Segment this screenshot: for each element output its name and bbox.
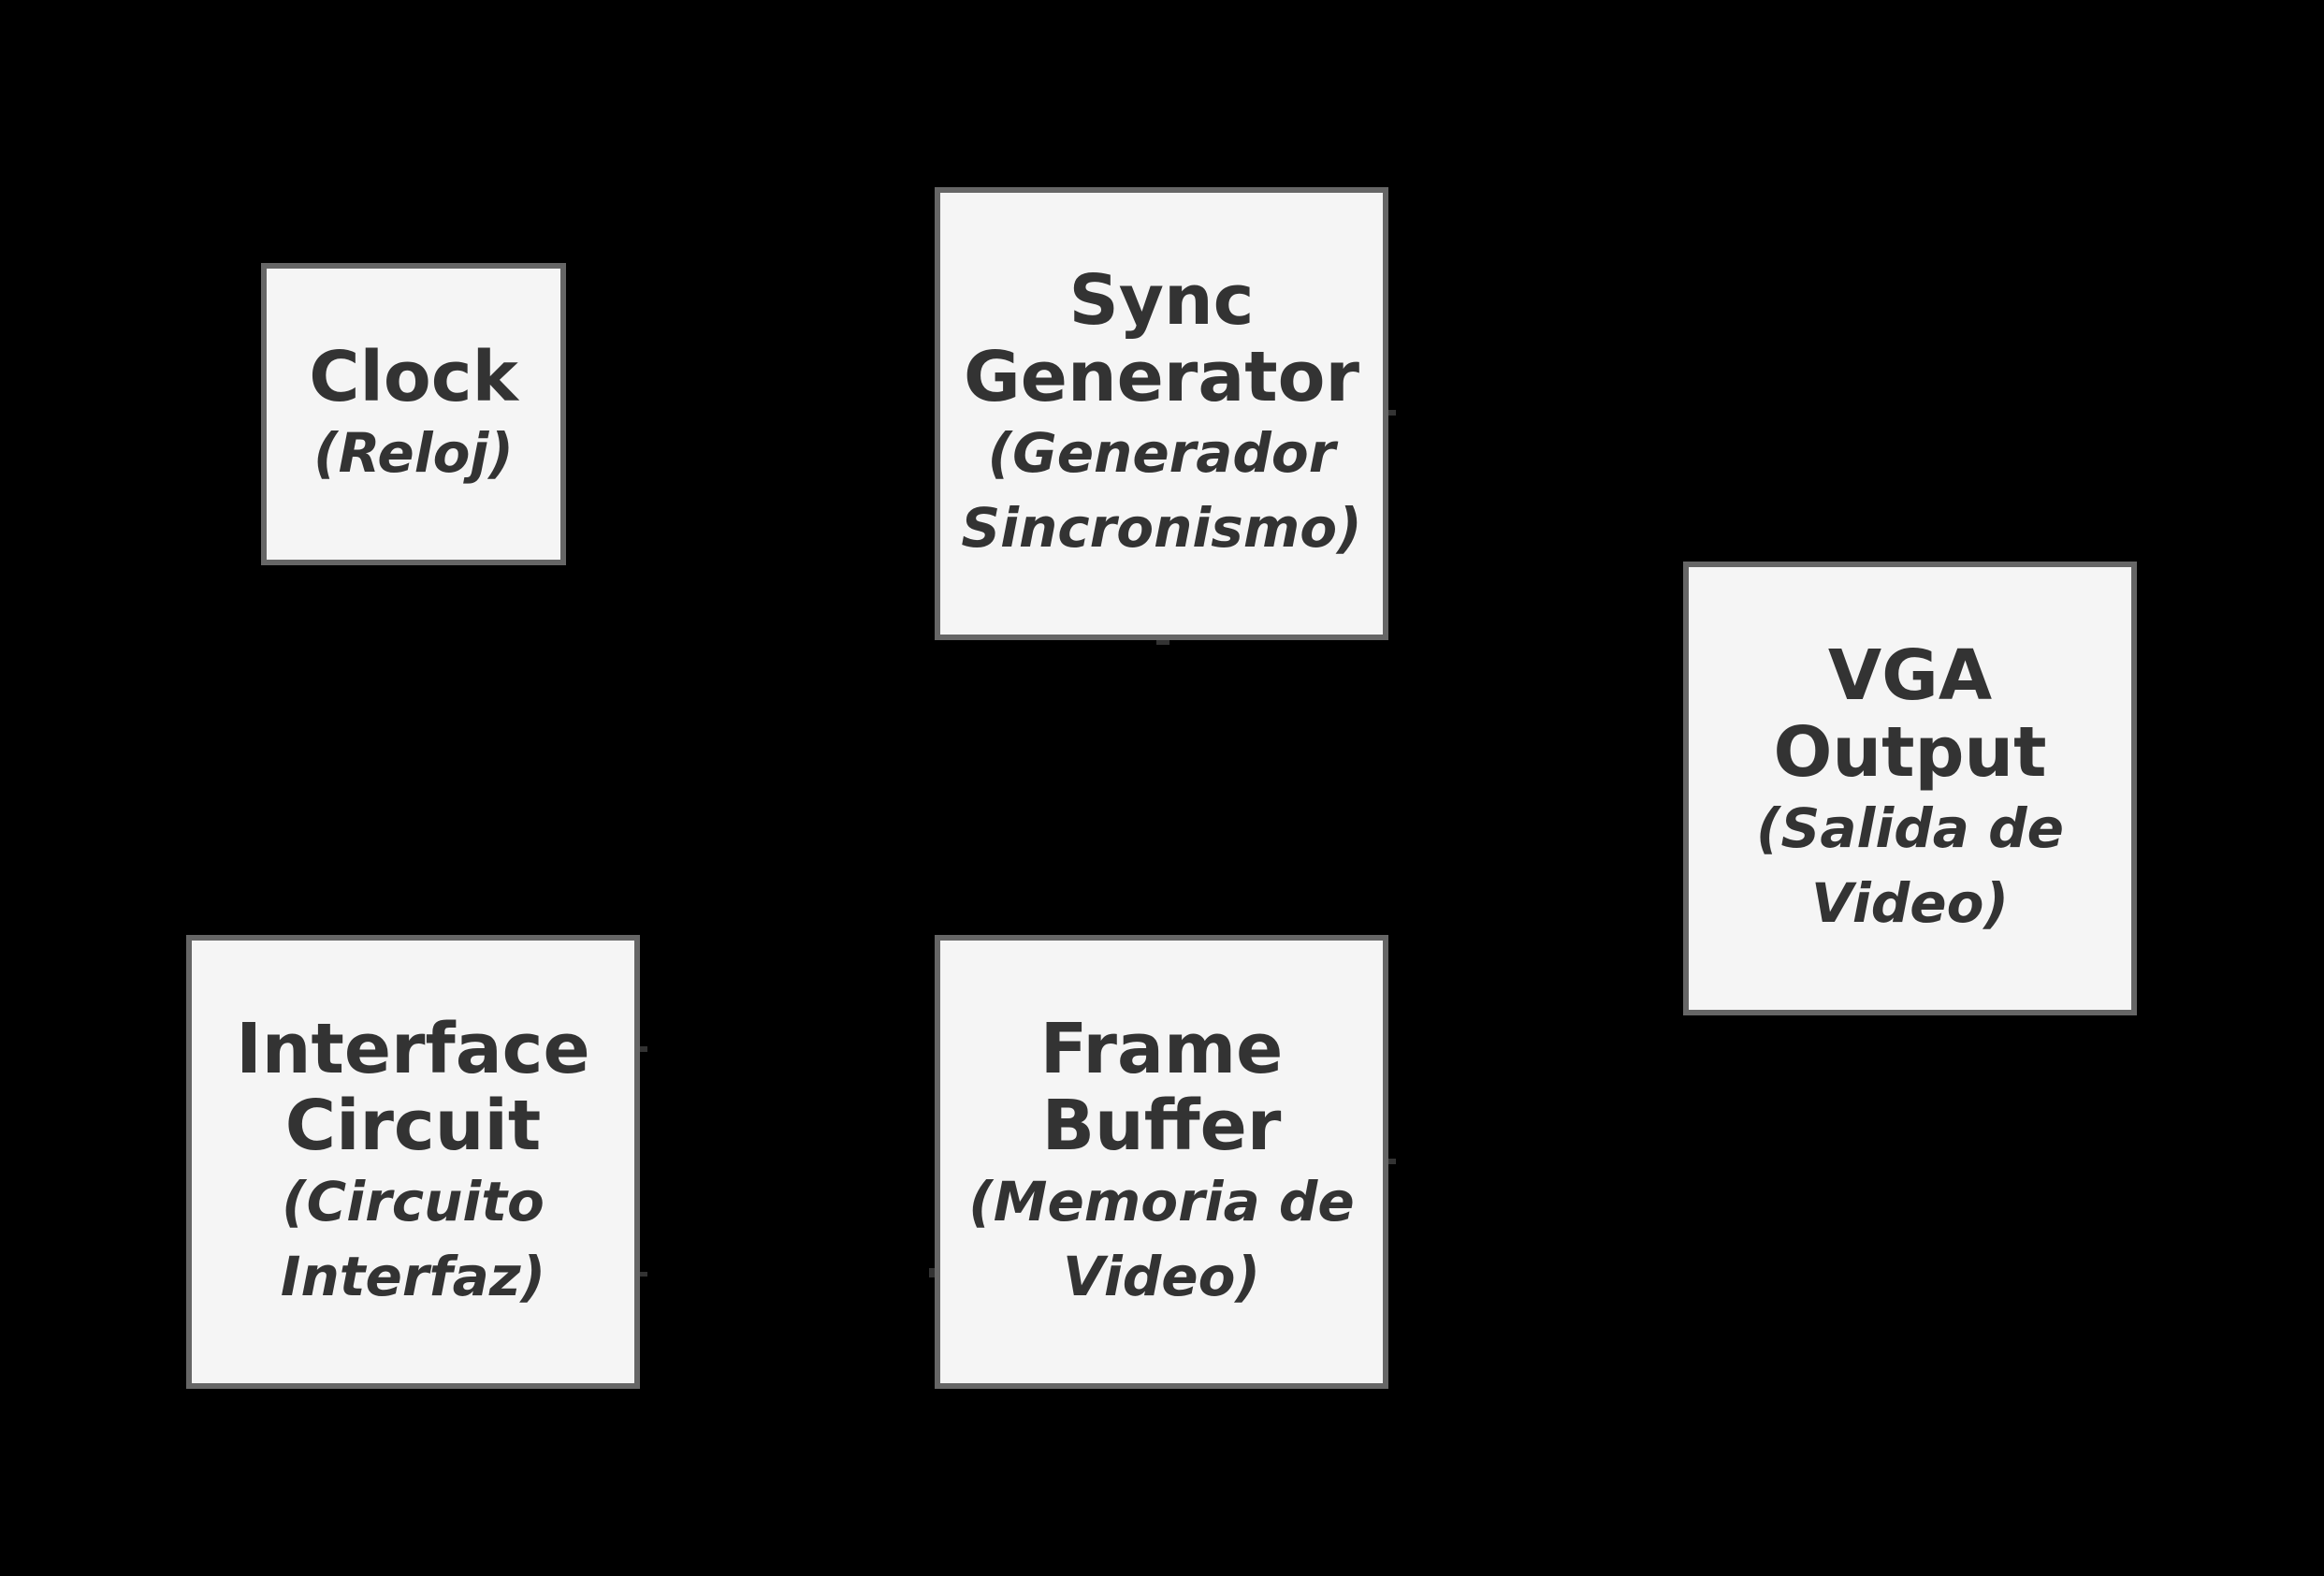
interface-right-port-upper [640,1046,647,1052]
interface-circuit-block: Interface Circuit (Circuito Interfaz) [186,935,640,1389]
sync-generator-block-title: Sync Generator [964,260,1359,417]
clock-block-subtitle: (Reloj) [313,420,514,485]
vga-output-block-subtitle: (Salida de Video) [1756,795,2064,935]
frame-left-port [929,1268,935,1277]
sync-bottom-port [1156,640,1169,645]
interface-right-port-lower [640,1272,647,1277]
frame-right-port [1388,1159,1396,1164]
frame-buffer-block-subtitle: (Memoria de Video) [968,1169,1355,1308]
sync-generator-block-subtitle: (Generador Sincronismo) [961,421,1362,560]
vga-output-block-title: VGA Output [1773,635,2047,793]
interface-circuit-block-subtitle: (Circuito Interfaz) [280,1169,546,1308]
sync-generator-block: Sync Generator (Generador Sincronismo) [935,187,1388,640]
frame-buffer-block-title: Frame Buffer [1039,1008,1284,1166]
clock-block: Clock (Reloj) [261,263,566,565]
vga-output-block: VGA Output (Salida de Video) [1683,562,2137,1015]
clock-block-title: Clock [309,336,518,417]
interface-circuit-block-title: Interface Circuit [236,1008,590,1166]
sync-right-port [1388,410,1396,416]
frame-buffer-block: Frame Buffer (Memoria de Video) [935,935,1388,1389]
